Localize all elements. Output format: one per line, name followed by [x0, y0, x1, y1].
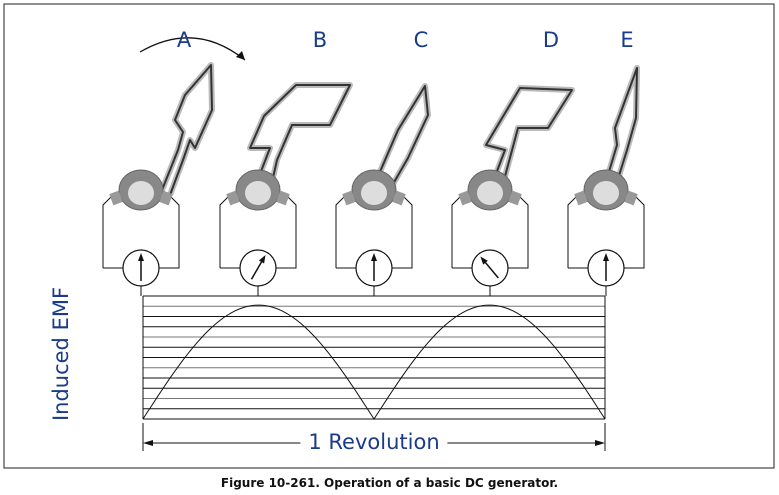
- meter-needle: [138, 253, 144, 281]
- generator-a: [102, 62, 215, 296]
- rotation-arrow: [139, 37, 246, 61]
- position-label-e: E: [620, 28, 634, 52]
- brush-right: [624, 190, 638, 206]
- meter-needle: [480, 256, 499, 279]
- brush-right: [392, 190, 406, 206]
- commutator-opening: [593, 181, 619, 205]
- armature-wire: [369, 85, 429, 199]
- brush-right: [276, 190, 290, 206]
- external-circuit: [567, 196, 645, 269]
- meter-needle: [603, 253, 609, 281]
- generator-b: [219, 82, 353, 296]
- external-circuit: [451, 196, 529, 269]
- external-circuit: [335, 196, 413, 269]
- revolution-label: 1 Revolution: [300, 430, 448, 454]
- brush-left: [226, 190, 240, 206]
- brush-left: [458, 190, 472, 206]
- position-label-d: D: [542, 28, 560, 52]
- emf-curve: [142, 304, 606, 420]
- y-axis-label: Induced EMF: [49, 286, 73, 422]
- figure-border: [3, 3, 775, 469]
- commutator-opening: [361, 181, 387, 205]
- commutator-opening: [477, 181, 503, 205]
- armature-wire: [601, 67, 638, 196]
- brush-left: [342, 190, 356, 206]
- figure-caption: Figure 10-261. Operation of a basic DC g…: [220, 476, 559, 490]
- commutator-opening: [245, 181, 271, 205]
- span-arrow-left: [143, 440, 153, 446]
- brush-left: [574, 190, 588, 206]
- armature-wire: [485, 87, 573, 196]
- span-arrow-right: [595, 440, 605, 446]
- position-label-c: C: [413, 28, 429, 52]
- meter-needle: [371, 253, 377, 281]
- position-label-a: A: [176, 28, 192, 52]
- brush-right: [508, 190, 522, 206]
- generator-d: [451, 85, 575, 296]
- rotation-arrowhead: [236, 51, 245, 60]
- meter-needle: [250, 255, 266, 280]
- external-circuit: [102, 196, 180, 269]
- brush-right: [159, 190, 173, 206]
- generator-c: [335, 83, 431, 296]
- armature-wire: [249, 84, 351, 201]
- brush-left: [109, 190, 123, 206]
- commutator-opening: [128, 181, 154, 205]
- external-circuit: [219, 196, 297, 269]
- armature-wire: [159, 64, 213, 196]
- position-label-b: B: [312, 28, 328, 52]
- generator-e: [567, 65, 645, 296]
